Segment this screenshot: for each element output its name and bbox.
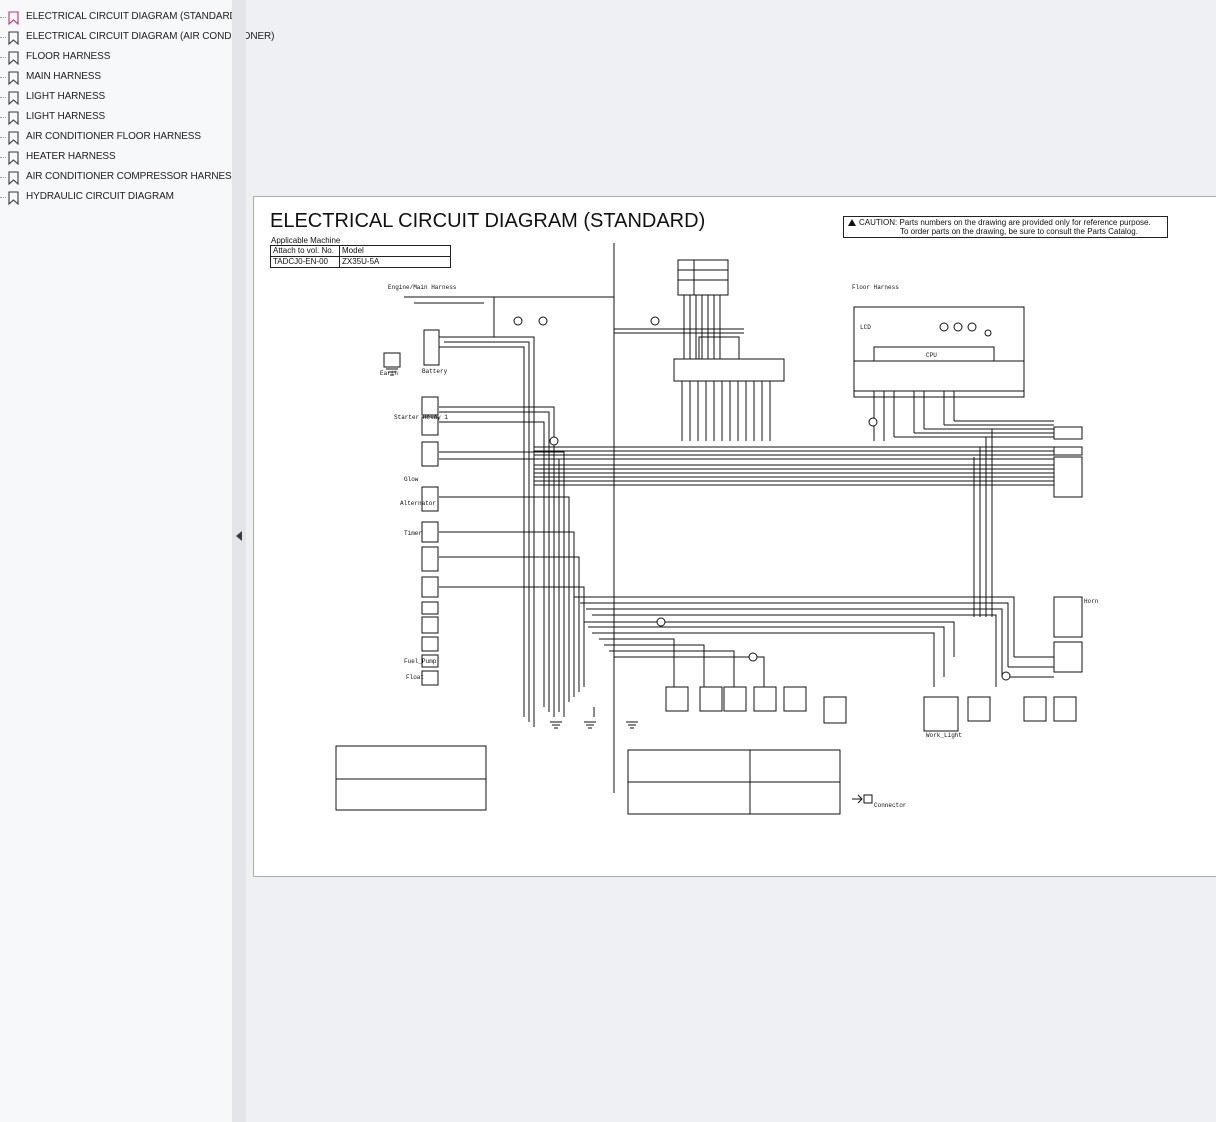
cpu-label: CPU: [926, 352, 937, 359]
table-value-model: ZX35U-5A: [339, 256, 451, 268]
bookmark-item[interactable]: ELECTRICAL CIRCUIT DIAGRAM (STANDARD): [0, 8, 240, 28]
section-engine-label: Engine/Main Harness: [388, 284, 457, 291]
bookmark-icon: [8, 11, 19, 26]
tree-connector: [0, 17, 6, 18]
bookmark-icon: [8, 191, 19, 206]
pdf-page: ELECTRICAL CIRCUIT DIAGRAM (STANDARD) Ap…: [253, 196, 1216, 877]
lcd-label: LCD: [860, 324, 871, 331]
bookmark-item[interactable]: AIR CONDITIONER COMPRESSOR HARNESS: [0, 168, 238, 188]
bookmark-icon: [8, 91, 19, 106]
bookmark-label: HYDRAULIC CIRCUIT DIAGRAM: [26, 191, 174, 202]
bookmark-label: FLOOR HARNESS: [26, 51, 111, 62]
earth-label: Earth: [380, 370, 398, 377]
bookmark-icon: [8, 131, 19, 146]
applicable-machine-table: Attach to vol. No. Model TADCJ0-EN-00 ZX…: [270, 245, 451, 268]
tree-connector: [0, 57, 6, 58]
tree-connector: [0, 177, 6, 178]
caution-line-1: CAUTION: Parts numbers on the drawing ar…: [859, 218, 1151, 227]
timer-label: Timer: [404, 530, 422, 537]
circuit-diagram: Engine/Main Harness Floor Harness CPU LC…: [335, 243, 1099, 815]
tree-connector: [0, 77, 6, 78]
bookmark-label: ELECTRICAL CIRCUIT DIAGRAM (AIR CONDITIO…: [26, 31, 275, 42]
bookmark-label: AIR CONDITIONER FLOOR HARNESS: [26, 131, 201, 142]
bookmark-label: LIGHT HARNESS: [26, 111, 106, 122]
bookmark-label: AIR CONDITIONER COMPRESSOR HARNESS: [26, 171, 239, 182]
bookmark-item[interactable]: FLOOR HARNESS: [0, 48, 232, 68]
bookmark-label: LIGHT HARNESS: [26, 91, 106, 102]
bookmark-item[interactable]: AIR CONDITIONER FLOOR HARNESS: [0, 128, 232, 148]
work-light-label: Work_Light: [926, 732, 962, 739]
glow-label: Glow: [404, 476, 419, 483]
horn-label: Horn: [1084, 598, 1099, 605]
bookmark-icon: [8, 71, 19, 86]
battery-label: Battery: [422, 368, 448, 375]
starter-relay-label: Starter Relay 1: [394, 414, 448, 421]
applicable-machine-label: Applicable Machine: [271, 236, 341, 245]
tree-connector: [0, 137, 6, 138]
bookmark-icon: [8, 111, 19, 126]
tree-connector: [0, 97, 6, 98]
section-floor-label: Floor Harness: [852, 284, 899, 291]
warning-icon: [848, 219, 856, 226]
document-viewer[interactable]: ELECTRICAL CIRCUIT DIAGRAM (STANDARD) Ap…: [246, 0, 1216, 1122]
bookmark-list: ELECTRICAL CIRCUIT DIAGRAM (STANDARD) ELE…: [0, 8, 275, 208]
caution-box: CAUTION: Parts numbers on the drawing ar…: [843, 216, 1168, 238]
tree-connector: [0, 117, 6, 118]
collapse-sidebar-arrow-icon[interactable]: [236, 531, 242, 541]
bookmark-label: ELECTRICAL CIRCUIT DIAGRAM (STANDARD): [26, 11, 240, 22]
bookmark-label: HEATER HARNESS: [26, 151, 116, 162]
table-value-attach: TADCJ0-EN-00: [270, 256, 340, 268]
bookmark-icon: [8, 171, 19, 186]
bookmark-item[interactable]: LIGHT HARNESS: [0, 88, 232, 108]
bookmark-icon: [8, 151, 19, 166]
bookmark-item[interactable]: HEATER HARNESS: [0, 148, 232, 168]
bookmark-item[interactable]: HYDRAULIC CIRCUIT DIAGRAM: [0, 188, 232, 208]
panel-splitter[interactable]: [232, 0, 246, 1122]
tree-connector: [0, 157, 6, 158]
bookmark-item[interactable]: LIGHT HARNESS: [0, 108, 232, 128]
bookmarks-panel: ELECTRICAL CIRCUIT DIAGRAM (STANDARD) ELE…: [0, 0, 275, 1122]
tree-connector: [0, 37, 6, 38]
bookmark-item[interactable]: MAIN HARNESS: [0, 68, 232, 88]
caution-line-2: To order parts on the drawing, be sure t…: [900, 227, 1138, 236]
page-title: ELECTRICAL CIRCUIT DIAGRAM (STANDARD): [270, 210, 706, 232]
tree-connector: [0, 197, 6, 198]
connector-label: Connector: [874, 802, 907, 809]
bookmark-label: MAIN HARNESS: [26, 71, 101, 82]
bookmark-icon: [8, 31, 19, 46]
bookmark-item[interactable]: ELECTRICAL CIRCUIT DIAGRAM (AIR CONDITIO…: [0, 28, 275, 48]
fuel-pump-label: Fuel_Pump: [404, 658, 437, 665]
alternator-label: Alternator: [400, 500, 436, 507]
bookmark-icon: [8, 51, 19, 66]
float-label: Float: [406, 674, 424, 681]
